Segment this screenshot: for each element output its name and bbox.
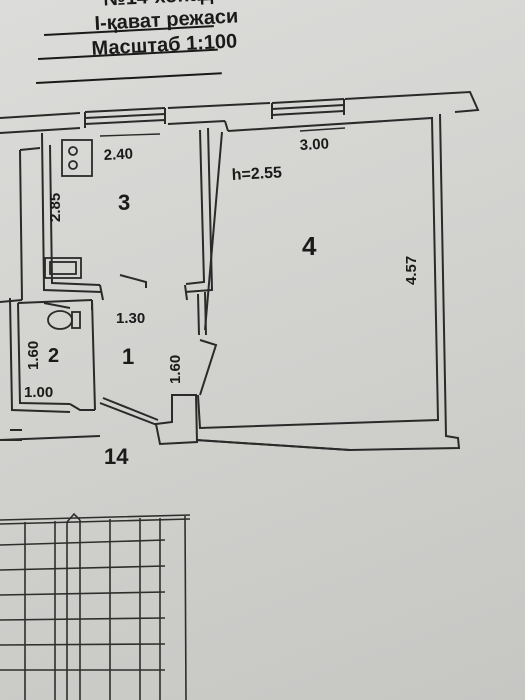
room-1-length-label: 1.60: [167, 355, 184, 384]
room-1-number: 1: [122, 344, 134, 369]
stove-burner-icon: [68, 160, 78, 170]
room-3-length-label: 2.85: [47, 193, 64, 222]
stove-icon: [61, 139, 93, 177]
room-2-length-label: 1.60: [25, 341, 42, 370]
stove-burner-icon: [68, 146, 78, 156]
outer-wall-top-inner: [0, 120, 229, 134]
window-room-3: [84, 107, 166, 128]
door-room-3: [119, 274, 147, 288]
left-wall: [0, 147, 41, 303]
room-4-width-label: 3.00: [299, 135, 329, 154]
room-1-width-label: 1.30: [116, 310, 145, 327]
window-room-4: [271, 98, 345, 119]
toilet-tank-icon: [71, 311, 81, 329]
door-bathroom: [43, 302, 71, 309]
toilet-icon: [47, 310, 73, 330]
room-4-inner-frame: [204, 131, 223, 331]
stairwell: [0, 512, 191, 700]
apartment-number-label: 14: [104, 444, 129, 469]
room-4-length-label: 4.57: [403, 256, 420, 285]
door-entrance: [99, 397, 159, 426]
bottom-wall: [0, 435, 351, 451]
dimension-line: [299, 127, 346, 132]
entrance-block: [154, 394, 199, 446]
room-3-door-frame: [99, 284, 188, 301]
outer-wall-top: [0, 90, 480, 119]
room-1-wall: [91, 291, 207, 411]
room-2-wall: [9, 297, 93, 413]
door-bath-inner: [69, 403, 95, 411]
room-2-width-label: 1.00: [24, 384, 53, 401]
room-3-width-label: 2.40: [103, 145, 133, 164]
ceiling-height-label: h=2.55: [231, 164, 282, 184]
room-2-number: 2: [48, 345, 59, 367]
room-4-number: 4: [302, 231, 317, 261]
room-3-wall: [41, 132, 103, 293]
room-3-number: 3: [118, 190, 130, 215]
dimension-line: [99, 133, 161, 137]
room-3-right-wall: [184, 127, 214, 293]
sink-icon: [44, 257, 82, 279]
door-corridor: [199, 339, 218, 396]
room-4-wall: [197, 116, 440, 430]
sink-basin-icon: [49, 261, 77, 275]
